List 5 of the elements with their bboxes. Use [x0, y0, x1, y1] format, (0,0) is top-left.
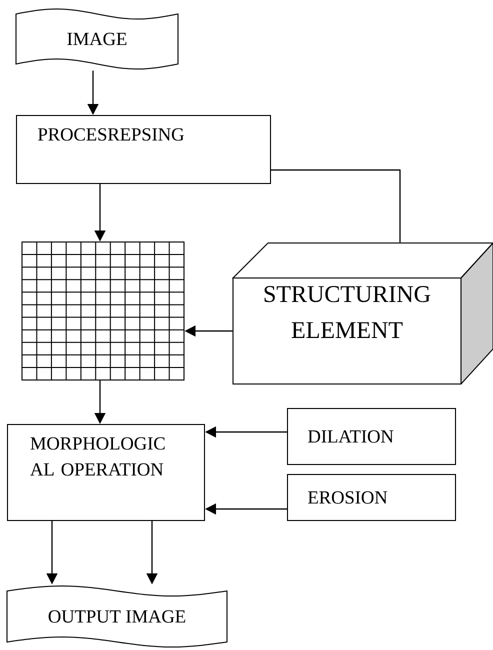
- process-box: PROCESREPSING: [16, 115, 271, 184]
- grid-drawing: [22, 242, 184, 380]
- process-box: EROSION: [287, 474, 456, 521]
- process-box: MORPHOLOGIC AL OPERATION: [7, 424, 205, 521]
- process-box: DILATION: [287, 408, 456, 465]
